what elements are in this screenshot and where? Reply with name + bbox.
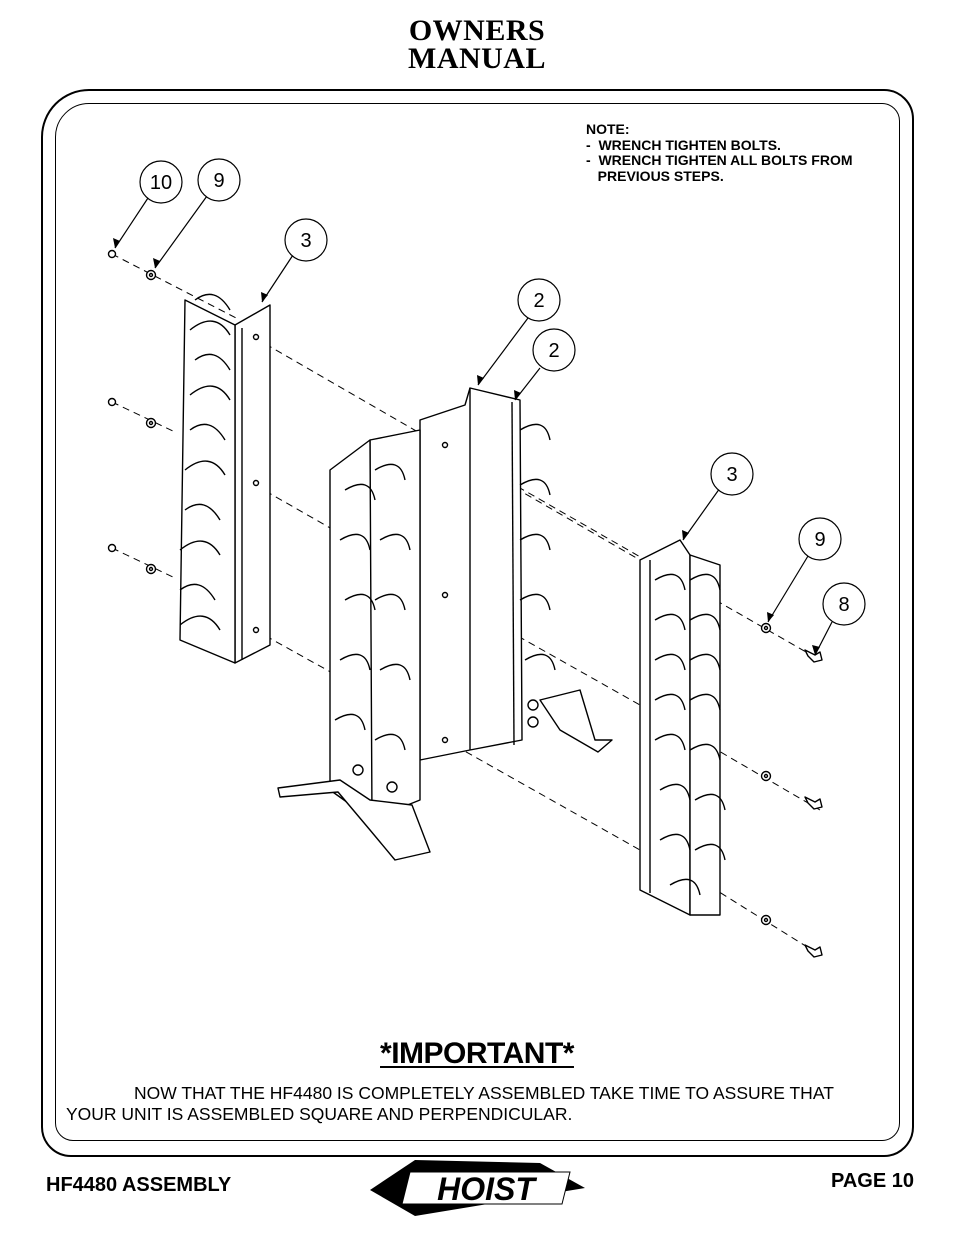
manual-title-line1: OWNERS [408,14,546,47]
important-line: NOW THAT THE HF4480 IS COMPLETELY ASSEMB… [134,1083,834,1103]
callout-label: 9 [814,529,825,551]
callout-label: 9 [213,170,224,192]
callout-label: 10 [150,172,172,194]
assembly-note: NOTE: - WRENCH TIGHTEN BOLTS. - WRENCH T… [586,121,853,184]
center-frame-part-2 [277,387,613,861]
note-line: - WRENCH TIGHTEN BOLTS. [586,136,781,153]
important-heading: *IMPORTANT* [380,1037,574,1070]
manual-title-line2: MANUAL [408,42,546,75]
important-text: NOW THAT THE HF4480 IS COMPLETELY ASSEMB… [66,1083,892,1125]
callout-circles [139,158,866,626]
note-line: PREVIOUS STEPS. [586,167,724,184]
note-line: - WRENCH TIGHTEN ALL BOLTS FROM [586,152,853,168]
callout-label: 3 [726,464,737,486]
callout-label: 3 [300,230,311,252]
page-number: PAGE 10 [831,1170,914,1192]
logo-text: HOIST [437,1171,537,1207]
assembly-diagram: 10 9 3 2 2 3 9 8 [107,158,866,958]
callout-leaders [114,195,833,656]
note-heading: NOTE: [586,121,630,137]
page-frame-outer [41,89,914,1157]
callout-label: 8 [838,594,849,616]
page-frame-inner [55,103,900,1141]
important-line: YOUR UNIT IS ASSEMBLED SQUARE AND PERPEN… [66,1104,573,1124]
footer-section-title: HF4480 ASSEMBLY [46,1174,232,1196]
callout-label: 2 [548,340,559,362]
callout-label: 2 [533,290,544,312]
right-upright-part-3 [639,539,726,916]
hoist-logo: HOIST [370,1160,585,1216]
left-upright-part-3 [179,293,271,664]
